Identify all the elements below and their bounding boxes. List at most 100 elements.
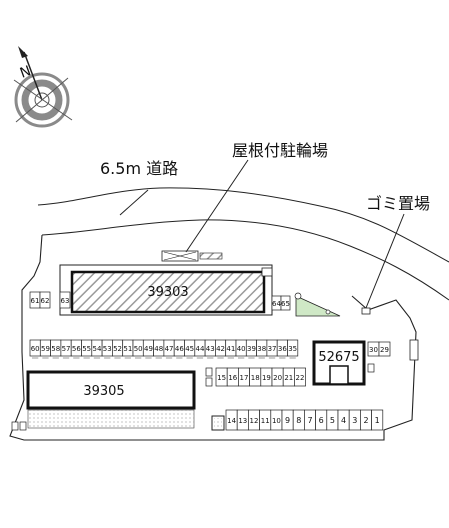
parking-stall-number: 2 (363, 416, 368, 425)
parking-stall-number: 49 (144, 345, 153, 353)
parking-stall-number: 63 (61, 297, 70, 305)
parking-stall-number: 17 (240, 374, 249, 382)
building-39303-label: 39303 (147, 285, 188, 300)
parking-stall: 43 (204, 339, 216, 357)
parking-stall-number: 61 (31, 297, 40, 305)
parking-stall: 30 (367, 341, 380, 357)
parking-stall-number: 14 (227, 417, 236, 425)
parking-stall: 11 (259, 409, 272, 431)
parking-stall-number: 15 (217, 374, 226, 382)
parking-stall-number: 60 (31, 345, 40, 353)
parking-stall-number: 64 (272, 300, 281, 308)
parking-stall: 4 (337, 409, 350, 431)
parking-stall: 1 (371, 409, 384, 431)
gate (409, 339, 419, 361)
parking-stall: 18 (249, 367, 262, 387)
parking-stall: 3 (348, 409, 361, 431)
parking-stall-number: 57 (62, 345, 71, 353)
parking-stall-number: 40 (237, 345, 246, 353)
parking-stall: 58 (50, 339, 62, 357)
parking-stall-number: 38 (257, 345, 266, 353)
parking-stall-number: 39 (247, 345, 256, 353)
parking-stall: 6 (315, 409, 328, 431)
wheel-stop (205, 377, 213, 387)
parking-stall-number: 3 (352, 416, 357, 425)
building-39305-label: 39305 (83, 384, 124, 399)
parking-stall: 45 (184, 339, 196, 357)
parking-stall-number: 10 (272, 417, 281, 425)
garbage-label-leader (365, 213, 405, 309)
parking-stall-number: 46 (175, 345, 184, 353)
parking-stall: 40 (235, 339, 247, 357)
parking-stall-number: 12 (250, 417, 259, 425)
parking-stall-number: 45 (185, 345, 194, 353)
parking-stall: 44 (194, 339, 206, 357)
road-label: 6.5m 道路 (100, 159, 179, 178)
parking-stall: 37 (266, 339, 278, 357)
wheel-stop (11, 421, 19, 431)
parking-stall: 51 (122, 339, 134, 357)
parking-stall-number: 55 (82, 345, 91, 353)
planting-strip (27, 409, 195, 429)
parking-stall: 61 (29, 291, 41, 309)
parking-stall-number: 42 (216, 345, 225, 353)
garbage-area (361, 307, 371, 315)
parking-stall: 36 (276, 339, 288, 357)
parking-stall: 42 (215, 339, 227, 357)
garbage-area-label: ゴミ置場 (366, 194, 431, 213)
parking-stall-number: 7 (307, 416, 312, 425)
parking-stall: 48 (153, 339, 165, 357)
green-area (295, 295, 341, 317)
parking-stall-number: 53 (103, 345, 112, 353)
parking-stall-number: 18 (251, 374, 260, 382)
parking-stall-number: 48 (154, 345, 163, 353)
parking-stall-number: 22 (296, 374, 305, 382)
parking-stall: 54 (91, 339, 103, 357)
parking-stall: 22 (294, 367, 306, 387)
parking-stall-number: 37 (268, 345, 277, 353)
parking-stall: 15 (215, 367, 228, 387)
parking-stall: 52 (112, 339, 124, 357)
parking-stall-number: 1 (375, 416, 380, 425)
parking-stall: 21 (282, 367, 295, 387)
parking-stall: 10 (270, 409, 283, 431)
parking-stall: 46 (173, 339, 185, 357)
bicycle-rack (199, 252, 223, 260)
road-label-leader (119, 189, 149, 216)
parking-stall-number: 36 (278, 345, 287, 353)
building-39303 (70, 270, 266, 314)
parking-stall: 65 (280, 295, 291, 311)
parking-stall: 17 (238, 367, 250, 387)
parking-stall-number: 20 (273, 374, 282, 382)
parking-stall-number: 47 (165, 345, 174, 353)
parking-stall: 56 (70, 339, 82, 357)
building-39305 (26, 370, 196, 410)
north-letter: N (18, 63, 33, 82)
parking-stall-number: 21 (284, 374, 293, 382)
wheel-stop (205, 367, 213, 377)
parking-stall: 5 (326, 409, 339, 431)
parking-stall: 41 (225, 339, 237, 357)
parking-stall-number: 4 (341, 416, 346, 425)
bicycle-parking-label: 屋根付駐輪場 (232, 141, 329, 160)
parking-stall: 50 (132, 339, 144, 357)
parking-stall-number: 6 (319, 416, 324, 425)
parking-stall: 38 (256, 339, 268, 357)
parking-stall: 55 (81, 339, 93, 357)
parking-stall-number: 54 (92, 345, 101, 353)
parking-stall-number: 35 (288, 345, 297, 353)
parking-stall: 35 (287, 339, 299, 357)
parking-stall-number: 5 (330, 416, 335, 425)
parking-stall-number: 19 (262, 374, 271, 382)
parking-stall-number: 8 (296, 416, 301, 425)
parking-stall: 62 (39, 291, 51, 309)
parking-stall: 14 (225, 409, 238, 431)
parking-stall: 29 (378, 341, 391, 357)
parking-stall: 13 (236, 409, 249, 431)
wheel-stop (19, 421, 27, 431)
parking-stall-number: 44 (195, 345, 204, 353)
parking-stall: 49 (142, 339, 154, 357)
parking-stall-number: 56 (72, 345, 81, 353)
parking-stall: 57 (60, 339, 72, 357)
